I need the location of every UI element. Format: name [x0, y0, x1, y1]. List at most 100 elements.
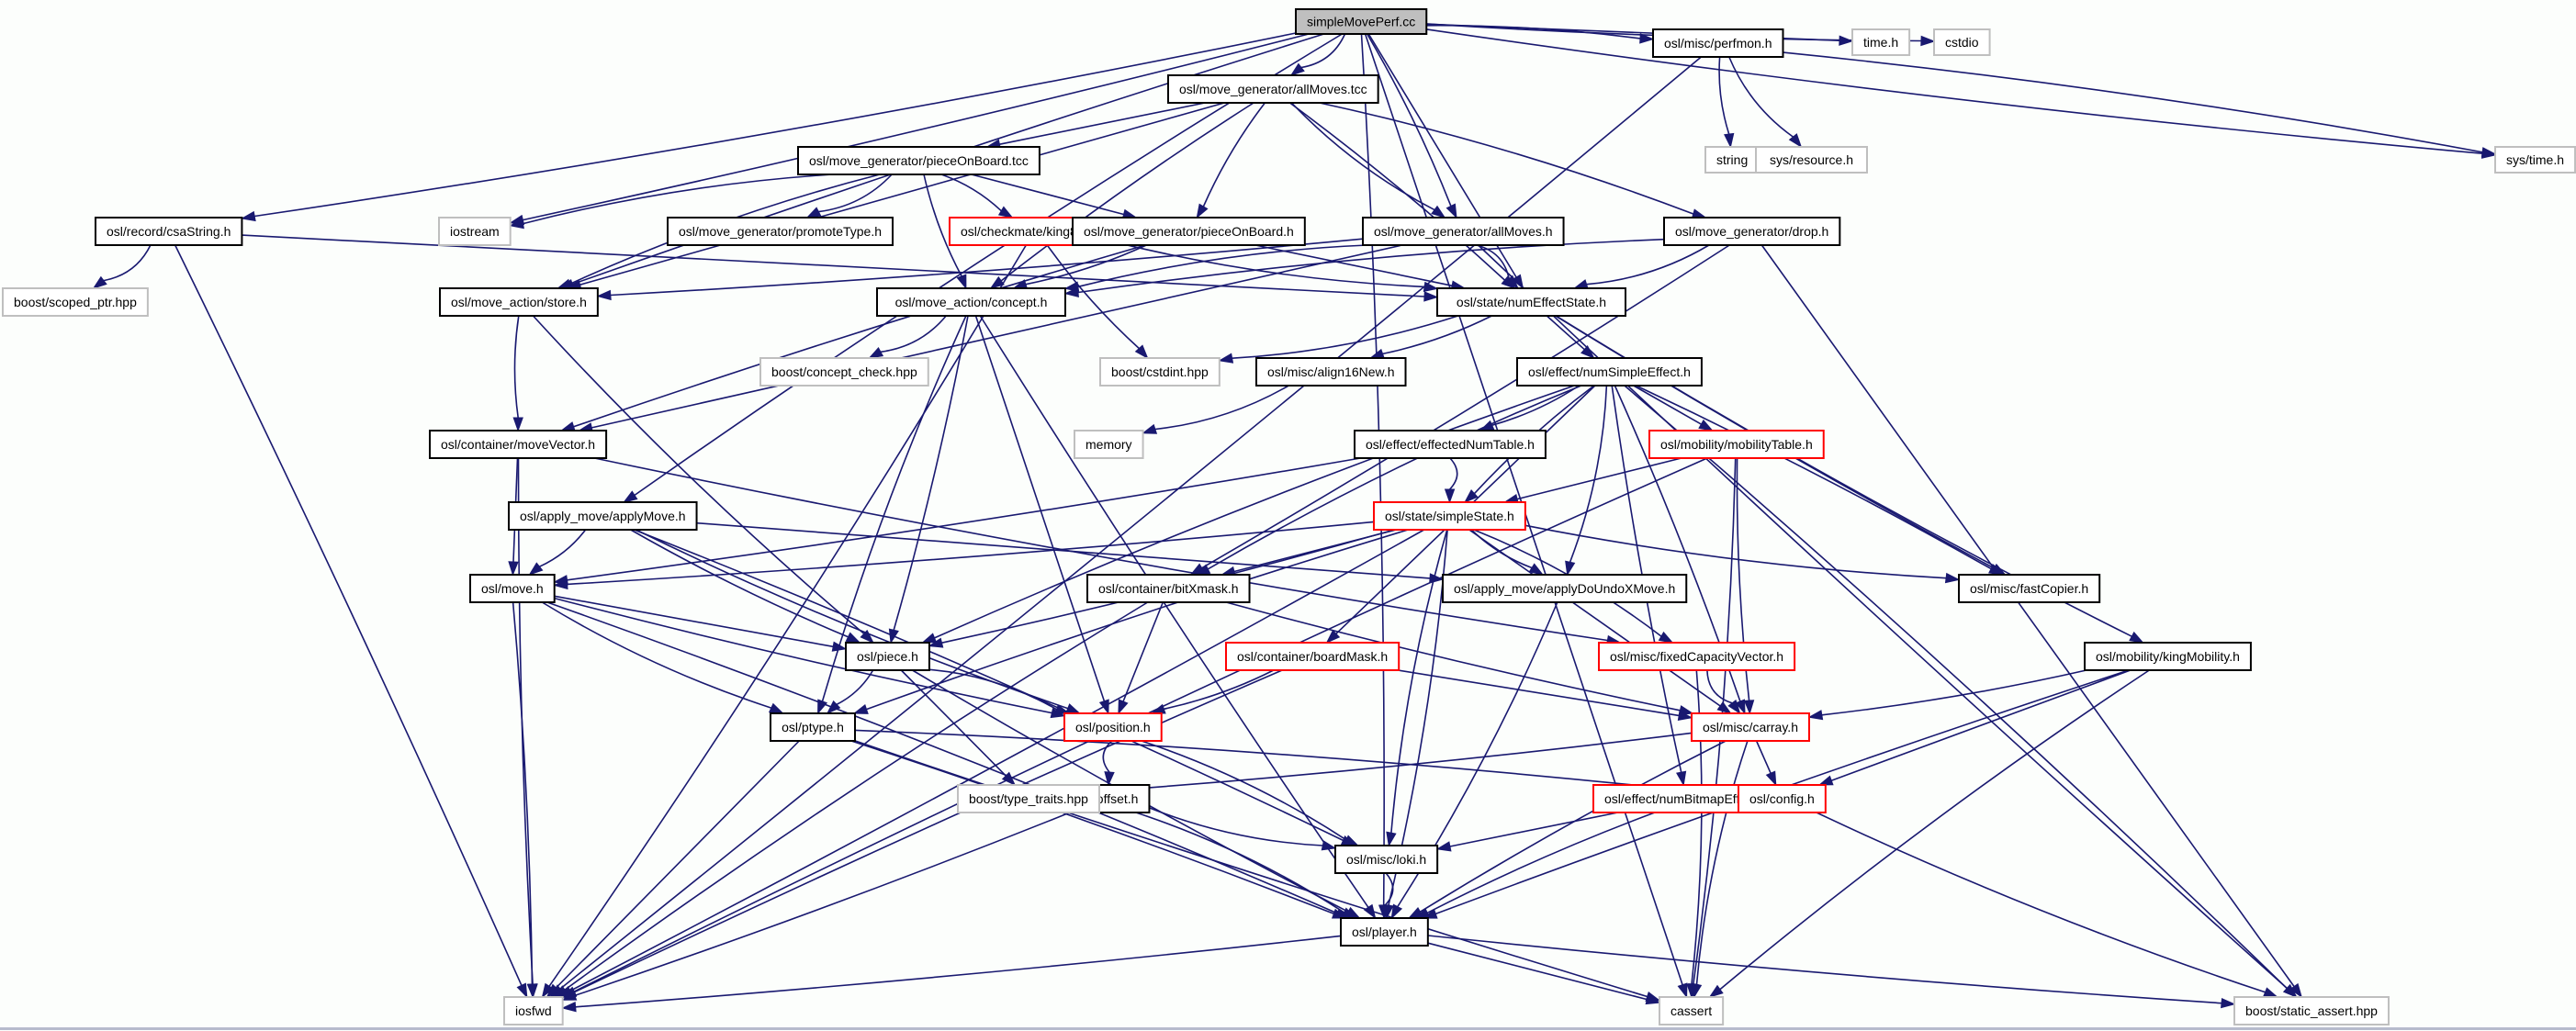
node-osl-move-generator-pieceonboard-h[interactable]: osl/move_generator/pieceOnBoard.h	[1072, 217, 1306, 246]
edge-line	[1025, 244, 1147, 286]
arrowhead-icon	[1431, 205, 1446, 219]
node-osl-move-generator-allmoves-tcc[interactable]: osl/move_generator/allMoves.tcc	[1167, 74, 1379, 104]
node-osl-piece-h[interactable]: osl/piece.h	[845, 642, 930, 671]
node-box	[1167, 74, 1379, 104]
edge-osl-move-action-concept-h-to-osl-position-h	[974, 315, 1109, 715]
edge-line	[554, 597, 1052, 714]
node-osl-apply-move-applymove-h[interactable]: osl/apply_move/applyMove.h	[508, 501, 698, 531]
edge-line	[610, 238, 1364, 297]
node-osl-player-h[interactable]: osl/player.h	[1340, 917, 1429, 947]
node-osl-misc-perfmon-h[interactable]: osl/misc/perfmon.h	[1652, 28, 1784, 58]
edge-line	[523, 33, 1310, 221]
node-osl-move-action-store-h[interactable]: osl/move_action/store.h	[439, 287, 599, 317]
node-osl-move-generator-drop-h[interactable]: osl/move_generator/drop.h	[1663, 217, 1841, 246]
arrowhead-icon	[860, 629, 874, 644]
edge-osl-player-h-to-iosfwd	[561, 935, 1342, 1013]
node-time-h[interactable]: time.h	[1851, 28, 1911, 56]
node-osl-effect-effectednumtable-h[interactable]: osl/effect/effectedNumTable.h	[1354, 430, 1547, 459]
node-osl-record-csastring-h[interactable]: osl/record/csaString.h	[95, 217, 243, 246]
node-boost-type-traits-hpp[interactable]: boost/type_traits.hpp	[957, 784, 1100, 813]
edge-simplemoveperf-cc-to-iostream	[509, 33, 1310, 225]
node-osl-misc-align16new-h[interactable]: osl/misc/align16New.h	[1255, 357, 1407, 387]
edge-osl-move-h-to-osl-position-h	[554, 597, 1066, 719]
node-osl-move-generator-promotetype-h[interactable]: osl/move_generator/promoteType.h	[667, 217, 894, 246]
node-boost-concept-check-hpp[interactable]: boost/concept_check.hpp	[759, 357, 929, 387]
node-osl-mobility-mobilitytable-h[interactable]: osl/mobility/mobilityTable.h	[1648, 430, 1825, 459]
edge-osl-move-h-to-osl-piece-h	[554, 595, 848, 652]
edge-osl-move-generator-pieceonboard-h-to-osl-state-numeffectstate-h	[1254, 244, 1467, 291]
node-memory[interactable]: memory	[1074, 430, 1144, 459]
edge-line	[1289, 102, 1506, 281]
node-osl-state-numeffectstate-h[interactable]: osl/state/numEffectState.h	[1436, 287, 1626, 317]
node-iosfwd[interactable]: iosfwd	[503, 996, 564, 1025]
edge-line	[893, 315, 969, 631]
arrowhead-icon	[1788, 133, 1803, 149]
node-label: osl/player.h	[1352, 925, 1417, 939]
edge-osl-misc-fixedcapacityvector-h-to-osl-misc-carray-h	[1706, 669, 1741, 715]
arrowhead-icon	[2129, 631, 2144, 644]
node-box	[667, 217, 894, 246]
node-iostream[interactable]: iostream	[438, 217, 512, 246]
node-cstdio[interactable]: cstdio	[1933, 28, 1991, 56]
edge-osl-state-numeffectstate-h-to-osl-effect-numsimpleeffect-h	[1546, 315, 1595, 359]
node-sys-time-h[interactable]: sys/time.h	[2494, 146, 2576, 174]
node-osl-container-bitxmask-h[interactable]: osl/container/bitXmask.h	[1086, 574, 1251, 603]
node-label: boost/static_assert.hpp	[2245, 1003, 2378, 1018]
node-osl-misc-carray-h[interactable]: osl/misc/carray.h	[1691, 712, 1810, 742]
arrowhead-icon	[561, 990, 578, 1001]
node-cassert[interactable]: cassert	[1659, 996, 1725, 1025]
node-string[interactable]: string	[1704, 146, 1760, 174]
edge-line	[1516, 457, 1682, 500]
arrowhead-icon	[805, 207, 822, 219]
node-osl-move-generator-pieceonboard-tcc[interactable]: osl/move_generator/pieceOnBoard.tcc	[797, 146, 1041, 175]
edge-line	[979, 315, 1369, 908]
node-label: boost/concept_check.hpp	[771, 364, 917, 379]
node-boost-static-assert-hpp[interactable]: boost/static_assert.hpp	[2233, 996, 2390, 1025]
node-label: osl/config.h	[1749, 791, 1815, 806]
arrowhead-icon	[1289, 62, 1305, 76]
node-osl-misc-fixedcapacityvector-h[interactable]: osl/misc/fixedCapacityVector.h	[1598, 642, 1796, 671]
edge-osl-apply-move-applymove-h-to-osl-move-h	[528, 529, 587, 576]
edge-line	[854, 729, 1727, 796]
node-osl-effect-numsimpleeffect-h[interactable]: osl/effect/numSimpleEffect.h	[1516, 357, 1703, 387]
node-boost-cstdint-hpp[interactable]: boost/cstdint.hpp	[1099, 357, 1221, 387]
node-label: osl/move_generator/promoteType.h	[679, 224, 882, 239]
edge-line	[1122, 601, 1164, 702]
edge-line	[591, 244, 1402, 429]
node-label: sys/time.h	[2506, 152, 2564, 167]
edge-line	[1141, 740, 1347, 841]
edge-osl-move-action-concept-h-to-boost-concept-check-hpp	[868, 315, 947, 359]
arrowhead-icon	[768, 702, 784, 714]
edge-simplemoveperf-cc-to-osl-record-csastring-h	[240, 32, 1297, 222]
edge-line	[242, 234, 1425, 297]
node-osl-move-h[interactable]: osl/move.h	[469, 574, 556, 603]
node-label: osl/move_action/store.h	[451, 295, 587, 309]
node-box	[1362, 217, 1565, 246]
edge-osl-move-action-store-h-to-osl-container-movevector-h	[512, 315, 523, 432]
node-osl-misc-fastcopier-h[interactable]: osl/misc/fastCopier.h	[1958, 574, 2101, 603]
arrowhead-icon	[1658, 631, 1674, 644]
node-osl-container-movevector-h[interactable]: osl/container/moveVector.h	[429, 430, 608, 459]
node-osl-config-h[interactable]: osl/config.h	[1738, 784, 1827, 813]
node-box	[797, 146, 1041, 175]
node-osl-container-boardmask-h[interactable]: osl/container/boardMask.h	[1225, 642, 1400, 671]
edge-osl-container-bitxmask-h-to-osl-position-h	[1118, 601, 1164, 715]
node-osl-misc-loki-h[interactable]: osl/misc/loki.h	[1334, 845, 1439, 874]
node-osl-mobility-kingmobility-h[interactable]: osl/mobility/kingMobility.h	[2084, 642, 2252, 671]
node-boost-scoped-ptr-hpp[interactable]: boost/scoped_ptr.hpp	[2, 287, 149, 317]
node-osl-position-h[interactable]: osl/position.h	[1063, 712, 1163, 742]
node-osl-state-simplestate-h[interactable]: osl/state/simpleState.h	[1373, 501, 1526, 531]
node-simplemoveperf-cc[interactable]: simpleMovePerf.cc	[1295, 8, 1428, 35]
node-osl-move-generator-allmoves-h[interactable]: osl/move_generator/allMoves.h	[1362, 217, 1565, 246]
node-osl-move-action-concept-h[interactable]: osl/move_action/concept.h	[876, 287, 1066, 317]
edge-line	[940, 174, 1002, 212]
edge-osl-player-h-to-cassert	[1427, 942, 1661, 1005]
node-osl-ptype-h[interactable]: osl/ptype.h	[770, 712, 856, 742]
node-box	[1851, 28, 1911, 56]
edge-line	[1468, 529, 1721, 707]
edge-osl-checkmate-king8info-h-to-boost-cstdint-hpp	[1046, 244, 1149, 360]
node-osl-apply-move-applydoundoxmove-h[interactable]: osl/apply_move/applyDoUndoXMove.h	[1442, 574, 1688, 603]
node-sys-resource-h[interactable]: sys/resource.h	[1755, 146, 1868, 174]
edge-line	[1816, 812, 2266, 993]
arrowhead-icon	[1528, 563, 1545, 576]
